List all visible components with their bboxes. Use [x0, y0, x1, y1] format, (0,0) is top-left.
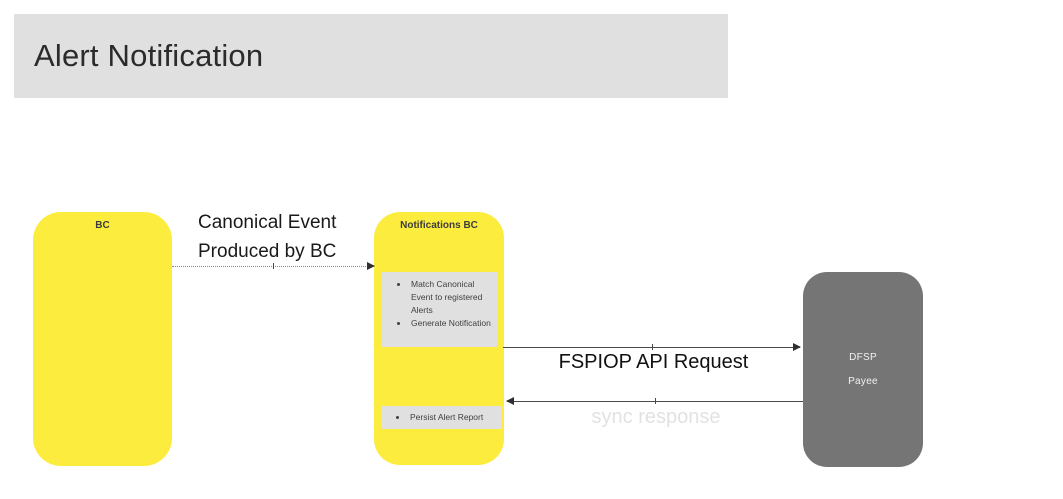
task-item: Persist Alert Report — [408, 411, 483, 424]
arrowhead-left-icon — [506, 397, 514, 405]
task-list: Match Canonical Event to registered Aler… — [388, 278, 493, 330]
task-list: Persist Alert Report — [387, 411, 483, 424]
edge-midpoint-tick — [273, 263, 274, 269]
task-item: Match Canonical Event to registered Aler… — [409, 278, 493, 317]
edge-label-sync-response: sync response — [591, 406, 721, 428]
node-notifications-bc-label: Notifications BC — [400, 220, 478, 231]
node-bc-label: BC — [95, 220, 110, 231]
node-notifications-bc: Notifications BC Match Canonical Event t… — [374, 212, 504, 465]
title-bar: Alert Notification — [14, 14, 728, 98]
node-bc: BC — [33, 212, 172, 466]
arrowhead-right-icon — [367, 262, 375, 270]
task-box-match-generate: Match Canonical Event to registered Aler… — [382, 272, 497, 347]
task-box-persist: Persist Alert Report — [381, 406, 502, 429]
page-title: Alert Notification — [34, 38, 264, 73]
node-dfsp-payee: DFSP Payee — [803, 272, 923, 467]
node-dfsp-sublabel: Payee — [848, 376, 878, 387]
edge-label-fspiop-request: FSPIOP API Request — [558, 351, 749, 373]
task-item: Generate Notification — [409, 317, 493, 330]
edge-midpoint-tick — [655, 398, 656, 404]
edge-label-canonical-event: Canonical Event Produced by BC — [198, 212, 337, 262]
edge-midpoint-tick — [651, 344, 653, 350]
arrowhead-right-icon — [793, 343, 801, 351]
node-dfsp-label: DFSP — [849, 352, 877, 363]
